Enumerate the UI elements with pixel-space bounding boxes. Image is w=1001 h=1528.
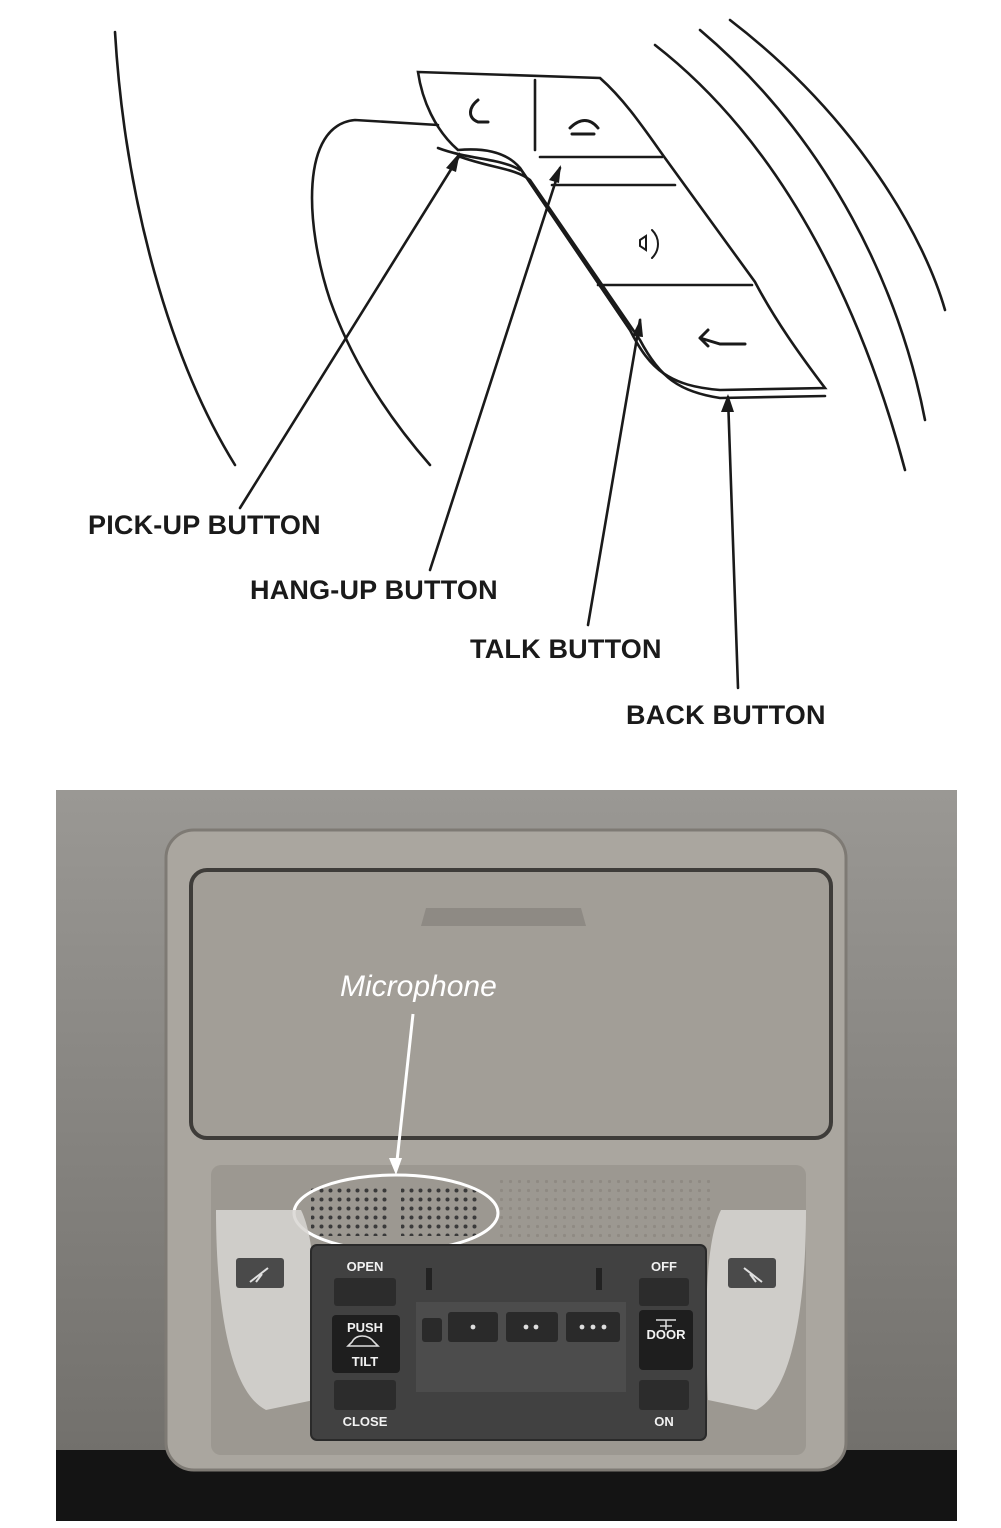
leader-back [726, 395, 740, 690]
sunglass-holder-lid [189, 868, 833, 1140]
leader-hangup [428, 166, 562, 572]
map-light-icon [249, 1267, 269, 1283]
off-switch-label: OFF [651, 1259, 677, 1274]
leader-pickup [238, 153, 462, 510]
light-door-button [639, 1310, 693, 1370]
open-switch-label: OPEN [346, 1259, 384, 1274]
roof-open-button [334, 1278, 396, 1306]
light-off-button [639, 1278, 689, 1306]
on-switch-label: ON [654, 1414, 674, 1429]
roof-close-button [334, 1380, 396, 1410]
steering-rim-right-1 [653, 43, 907, 472]
preset-2-button [506, 1312, 558, 1342]
talk-button-label: TALK BUTTON [470, 634, 662, 664]
hangup-button-label: HANG-UP BUTTON [250, 575, 498, 605]
switch-panel-outline [416, 70, 828, 392]
microphone-grille-left [311, 1188, 391, 1236]
leader-talk [586, 318, 642, 627]
pickup-button-label: PICK-UP BUTTON [88, 510, 321, 540]
steering-switch-diagram [113, 18, 947, 690]
back-icon [698, 328, 747, 348]
door-icon [656, 1319, 676, 1330]
microphone-label: Microphone [340, 970, 497, 1003]
overhead-console-photo [56, 790, 957, 1521]
microphone-leader [394, 1013, 415, 1171]
push-switch-label: PUSH [346, 1320, 384, 1335]
pickup-icon [469, 98, 490, 124]
steering-hub [310, 118, 440, 467]
back-button-label: BACK BUTTON [626, 700, 826, 730]
door-switch-label: DOOR [646, 1327, 686, 1342]
microphone-grille-right [401, 1188, 481, 1236]
hangup-icon [568, 119, 600, 136]
roof-push-tilt-button [332, 1315, 400, 1373]
steering-rim-left [113, 30, 237, 467]
tilt-switch-label: TILT [351, 1354, 379, 1369]
steering-rim-right-2 [698, 28, 927, 422]
talk-icon [639, 229, 659, 259]
close-switch-label: CLOSE [342, 1414, 388, 1429]
tilt-roof-icon [346, 1335, 380, 1347]
light-on-button [639, 1380, 689, 1410]
steering-rim-right-3 [728, 18, 947, 312]
